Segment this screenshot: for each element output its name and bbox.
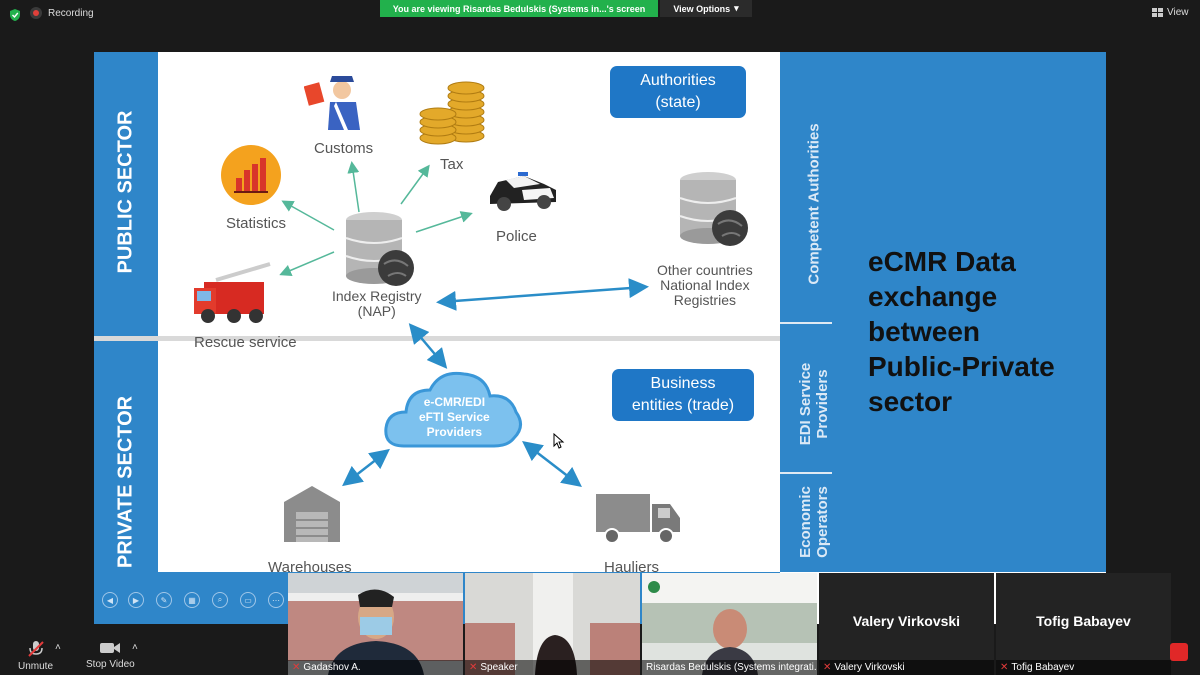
participant-display-name: Valery Virkovski (852, 613, 961, 629)
participant-display-name: Tofig Babayev (1036, 613, 1131, 629)
view-options-button[interactable]: View Options ▾ (660, 0, 752, 17)
warehouses-label: Warehouses (268, 559, 352, 576)
view-button[interactable]: View (1152, 7, 1189, 18)
truck-icon (596, 494, 680, 544)
recording-indicator[interactable]: Recording (30, 7, 94, 19)
warehouse-icon (284, 486, 340, 542)
statistics-label: Statistics (226, 215, 287, 232)
band-separator (780, 472, 832, 474)
cloud-icon (384, 371, 522, 448)
chevron-up-icon: ˄ (132, 642, 138, 653)
chevron-down-icon: ▾ (734, 3, 739, 13)
microphone-off-icon: ✕ (469, 662, 478, 673)
slides-grid-icon[interactable]: ▦ (184, 592, 200, 608)
subtitles-icon[interactable]: ▭ (240, 592, 256, 608)
participant-name: Speaker (480, 662, 518, 673)
police-car-icon (490, 172, 556, 211)
statistics-icon (221, 145, 281, 205)
stop-video-button[interactable]: Stop Video (86, 640, 135, 670)
database-globe-icon (345, 212, 414, 286)
participant-tile[interactable]: Valery Virkovski ✕Valery Virkovski (819, 573, 994, 675)
index-registry-label: Index Registry(NAP) (332, 288, 422, 319)
microphone-off-icon: ✕ (1000, 662, 1009, 673)
leave-button[interactable] (1170, 643, 1188, 661)
participant-name: Gadashov A. (303, 662, 361, 673)
authorities-box: Authorities(state) (610, 66, 746, 118)
chevron-up-icon: ˄ (55, 642, 61, 653)
meeting-topbar: Recording You are viewing Risardas Bedul… (0, 0, 1200, 30)
participant-tile[interactable]: ✕Speaker (465, 573, 640, 675)
audio-options-chevron[interactable]: ˄ (55, 642, 61, 653)
hauliers-label: Hauliers (604, 559, 660, 576)
mouse-cursor-icon (553, 433, 565, 449)
diagram-arrows (279, 161, 649, 488)
video-feed-image (642, 573, 817, 675)
video-options-chevron[interactable]: ˄ (132, 642, 138, 653)
unmute-label: Unmute (18, 661, 54, 672)
record-icon (30, 7, 42, 19)
participant-name: Valery Virkovski (834, 662, 905, 673)
video-camera-icon (100, 643, 121, 653)
microphone-off-icon: ✕ (823, 662, 832, 673)
customs-label: Customs (314, 140, 374, 157)
participant-tile[interactable]: Tofig Babayev ✕Tofig Babayev (996, 573, 1171, 675)
pen-icon[interactable]: ✎ (156, 592, 172, 608)
unmute-button[interactable]: Unmute (18, 640, 53, 672)
view-options-label: View Options (673, 3, 731, 14)
stop-video-label: Stop Video (86, 659, 135, 670)
coins-icon (419, 81, 485, 145)
recording-label: Recording (48, 7, 94, 19)
grid-icon (1152, 8, 1163, 17)
participant-name: Tofig Babayev (1011, 662, 1075, 673)
police-label: Police (496, 228, 537, 245)
video-feed-image (288, 573, 463, 675)
shield-icon[interactable] (8, 8, 22, 22)
band-separator (780, 322, 832, 324)
participant-tile[interactable]: ✕Gadashov A. (288, 573, 463, 675)
database-globe-icon (679, 172, 748, 246)
customs-officer-icon (304, 76, 360, 130)
microphone-off-icon: ✕ (292, 662, 301, 673)
competent-authorities-label: Competent Authorities (805, 123, 823, 285)
participant-name: Risardas Bedulskis (Systems integrati... (646, 662, 817, 673)
tax-label: Tax (440, 156, 464, 173)
rescue-service-label: Rescue service (194, 334, 297, 351)
microphone-muted-icon (27, 641, 44, 657)
share-banner: You are viewing Risardas Bedulskis (Syst… (380, 0, 658, 17)
previous-slide-icon[interactable]: ◀ (102, 592, 118, 608)
shared-screen-slide: PUBLIC SECTOR PRIVATE SECTOR Competent A… (94, 52, 1106, 624)
next-slide-icon[interactable]: ▶ (128, 592, 144, 608)
fire-truck-icon (194, 262, 271, 323)
participant-tile-active-speaker[interactable]: Risardas Bedulskis (Systems integrati... (642, 573, 817, 675)
view-label: View (1167, 7, 1189, 18)
participant-video-strip: ✕Gadashov A. ✕Speaker Risardas Bedulskis… (288, 573, 1174, 675)
more-options-icon[interactable]: ⋯ (268, 592, 284, 608)
slide-title: eCMR Data exchange between Public-Privat… (868, 246, 1055, 417)
zoom-icon[interactable]: ⌕ (212, 592, 228, 608)
